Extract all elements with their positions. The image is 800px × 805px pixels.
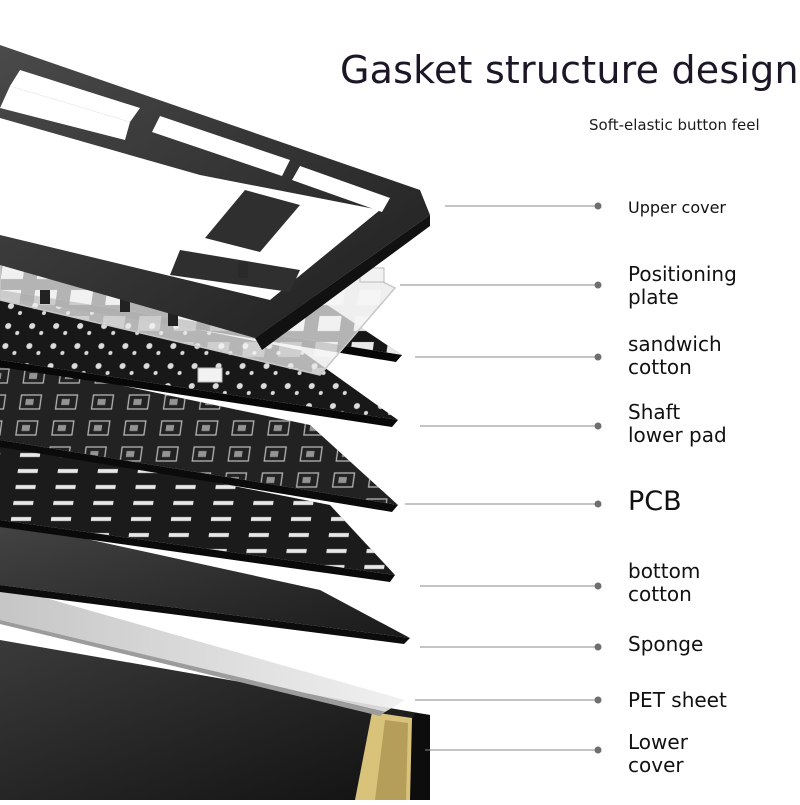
label-positioning-plate: Positioning plate xyxy=(628,262,737,309)
label-pcb: PCB xyxy=(628,486,682,517)
leader-lines xyxy=(400,202,602,754)
layer-upper-cover xyxy=(0,45,430,350)
layer-sponge xyxy=(0,520,410,644)
label-sandwich-cotton: sandwich cotton xyxy=(628,332,722,379)
label-sponge: Sponge xyxy=(628,632,704,656)
leader-dot-pet-sheet xyxy=(594,696,602,704)
label-shaft-lower-pad: Shaft lower pad xyxy=(628,400,727,447)
leader-dot-lower-cover xyxy=(594,746,602,754)
leader-dot-bottom-cotton xyxy=(594,582,602,590)
leader-dot-pcb xyxy=(594,500,602,508)
leader-dot-sponge xyxy=(594,643,602,651)
label-lower-cover: Lower cover xyxy=(628,730,688,777)
leader-dot-upper-cover xyxy=(594,202,602,210)
layer-lower-cover xyxy=(0,640,430,800)
leader-dot-shaft-lower-pad xyxy=(594,422,602,430)
leader-dot-sandwich-cotton xyxy=(594,353,602,361)
label-bottom-cotton: bottom cotton xyxy=(628,559,701,606)
page-subtitle: Soft-elastic button feel xyxy=(589,116,760,134)
leader-dot-positioning-plate xyxy=(594,281,602,289)
layer-pet-sheet xyxy=(0,585,405,716)
label-pet-sheet: PET sheet xyxy=(628,688,727,712)
layer-bottom-cotton xyxy=(0,440,395,582)
page-title: Gasket structure design xyxy=(340,48,799,92)
layer-pcb xyxy=(0,360,398,512)
label-upper-cover: Upper cover xyxy=(628,198,727,217)
